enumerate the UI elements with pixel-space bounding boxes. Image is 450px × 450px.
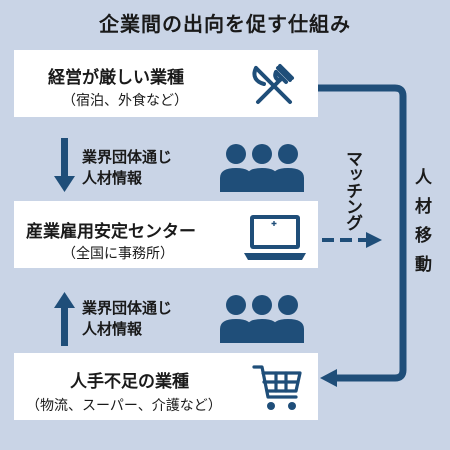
- lower-flow-line2: 人材情報: [82, 320, 143, 338]
- box-top-subtitle: （宿泊、外食など）: [62, 93, 188, 109]
- people-icon-lower: [220, 295, 304, 343]
- diagram-title: 企業間の出向を促す仕組み: [99, 12, 351, 36]
- matching-label: マッチング: [342, 150, 362, 230]
- laptop-icon: [244, 215, 306, 260]
- fork-knife-icon: [252, 64, 294, 104]
- box-employment-center: 産業雇用安定センター （全国に事務所）: [14, 201, 318, 268]
- box-middle-title: 産業雇用安定センター: [26, 222, 196, 242]
- box-struggling-industries: 経営が厳しい業種 （宿泊、外食など）: [14, 50, 318, 117]
- box-understaffed-industries: 人手不足の業種 （物流、スーパー、介護など）: [14, 353, 318, 420]
- upper-flow-line2: 人材情報: [82, 169, 143, 187]
- box-middle-subtitle: （全国に事務所）: [62, 246, 174, 262]
- upper-flow-line1: 業界団体通じ: [82, 148, 173, 166]
- transfer-label: 人材移動: [411, 168, 431, 284]
- matching-arrow: [322, 232, 382, 248]
- people-icon-upper: [220, 144, 304, 192]
- box-bottom-title: 人手不足の業種: [70, 372, 189, 392]
- transfer-arrow: [318, 84, 407, 387]
- box-top-title: 経営が厳しい業種: [48, 68, 184, 88]
- up-arrow: [54, 292, 75, 346]
- lower-flow-line1: 業界団体通じ: [82, 299, 173, 317]
- box-bottom-subtitle: （物流、スーパー、介護など）: [26, 398, 222, 414]
- upper-flow-label: 業界団体通じ 人材情報: [82, 147, 172, 189]
- down-arrow: [54, 138, 75, 192]
- shopping-cart-icon: [252, 365, 302, 410]
- lower-flow-label: 業界団体通じ 人材情報: [82, 298, 172, 340]
